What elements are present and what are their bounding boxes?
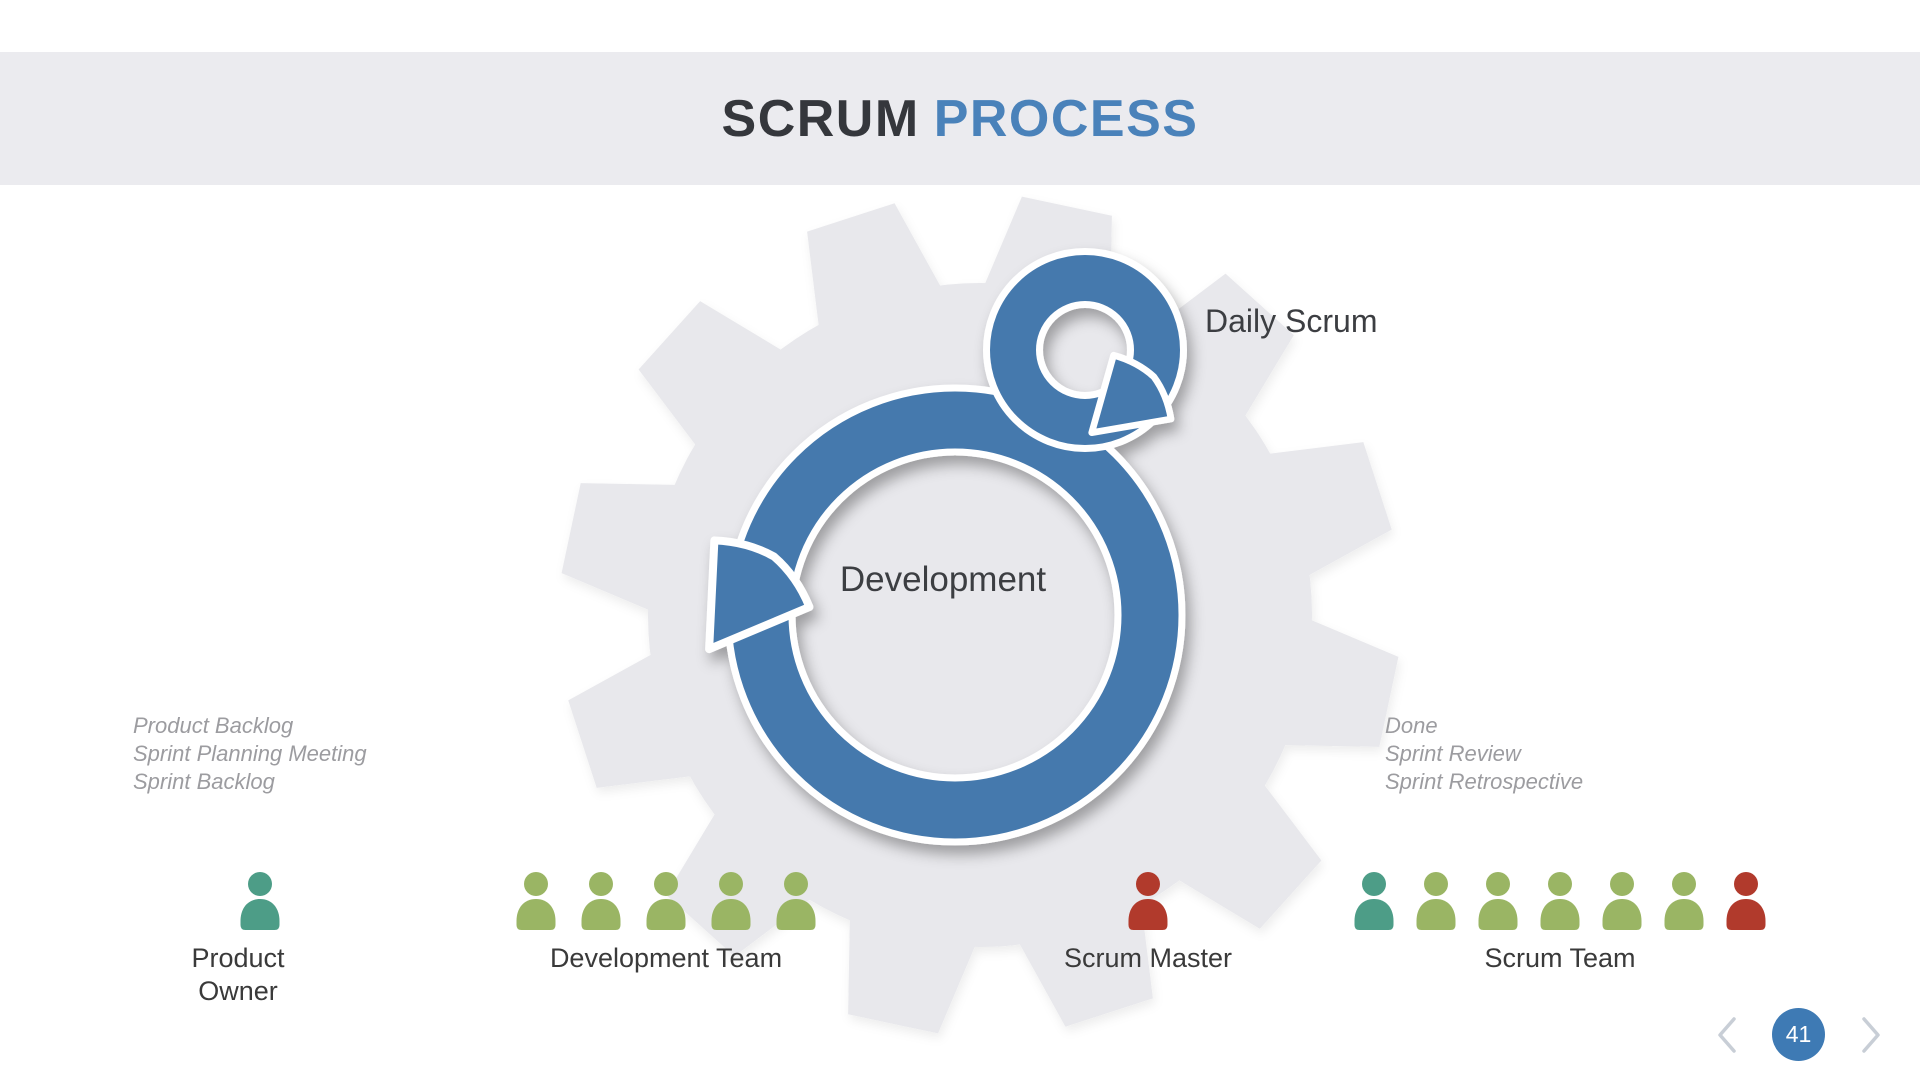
role-scrum-team: Scrum Team [1348, 872, 1772, 975]
person-icon [1602, 872, 1642, 930]
chevron-right-icon[interactable] [1860, 1016, 1882, 1054]
person-icon [240, 872, 280, 930]
product-owner-icons [212, 872, 308, 930]
role-label: Scrum Team [1484, 943, 1636, 973]
role-development-team: Development Team [510, 872, 822, 975]
note-line: Sprint Retrospective [1385, 769, 1584, 794]
sprint-input-notes: Product Backlog Sprint Planning Meeting … [133, 712, 367, 796]
person-icon [1540, 872, 1580, 930]
page-number: 41 [1785, 1021, 1812, 1047]
title-word-process: PROCESS [933, 89, 1199, 148]
person-icon [1726, 872, 1766, 930]
role-label: Development Team [549, 943, 783, 973]
daily-scrum-label: Daily Scrum [1205, 303, 1378, 339]
role-scrum-master: Scrum Master [1064, 872, 1232, 975]
chevron-left-icon[interactable] [1716, 1016, 1738, 1054]
person-icon [581, 872, 621, 930]
note-line: Done [1385, 713, 1438, 738]
role-label: Product Owner [191, 943, 285, 1006]
page-number-badge[interactable]: 41 [1772, 1008, 1825, 1061]
person-icon [1664, 872, 1704, 930]
note-line: Sprint Planning Meeting [133, 741, 367, 766]
note-line: Sprint Review [1385, 741, 1521, 766]
sprint-output-notes: Done Sprint Review Sprint Retrospective [1385, 712, 1583, 796]
development-label: Development [839, 560, 1047, 599]
scrum-master-icons [1064, 872, 1232, 930]
role-product-owner: Product Owner [191, 872, 308, 1008]
role-label: Scrum Master [1063, 943, 1233, 973]
person-icon [646, 872, 686, 930]
person-icon [1416, 872, 1456, 930]
note-line: Product Backlog [133, 713, 294, 738]
person-icon [711, 872, 751, 930]
scrum-team-icons [1348, 872, 1772, 930]
sprint-loop-arrow-icon [705, 248, 1187, 846]
person-icon [1128, 872, 1168, 930]
person-icon [1478, 872, 1518, 930]
development-team-icons [510, 872, 822, 930]
person-icon [776, 872, 816, 930]
person-icon [1354, 872, 1394, 930]
note-line: Sprint Backlog [133, 769, 275, 794]
title-word-scrum: SCRUM [721, 89, 920, 148]
person-icon [516, 872, 556, 930]
